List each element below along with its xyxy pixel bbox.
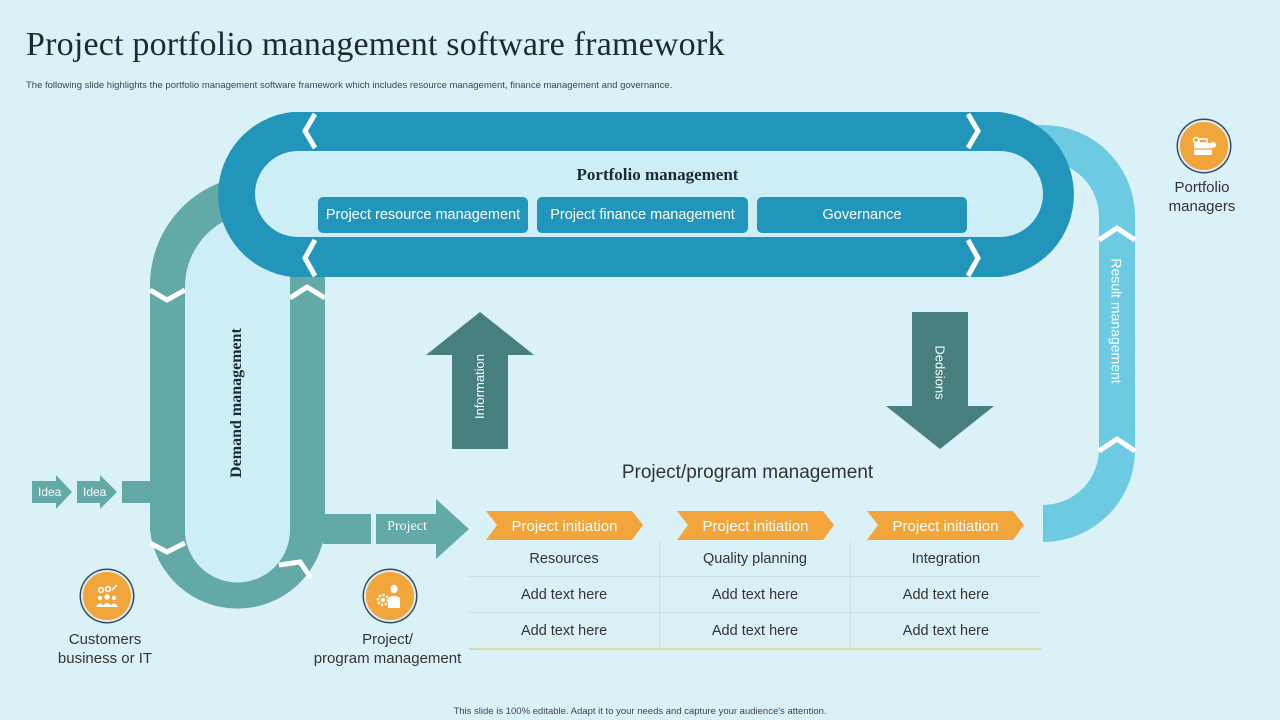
customers-label: Customers business or IT xyxy=(30,630,180,668)
table-cell: Add text here xyxy=(659,612,851,649)
information-label: Information xyxy=(472,353,488,419)
demand-management-label: Demand management xyxy=(227,328,245,478)
table-cell: Resources xyxy=(469,541,661,577)
governance-box[interactable]: Governance xyxy=(757,197,967,233)
table-cell: Add text here xyxy=(659,576,851,613)
project-arrow-label: Project xyxy=(387,519,427,534)
customers-label-line1: Customers xyxy=(68,631,142,648)
project-program-label-line1: Project/ xyxy=(362,631,413,648)
slide-subtitle: The following slide highlights the portf… xyxy=(26,80,673,91)
portfolio-managers-icon xyxy=(1178,120,1230,172)
information-label-wrap: Information xyxy=(430,353,530,418)
decisions-label-wrap: Dedsions xyxy=(890,345,990,399)
program-table: Resources Quality planning Integration A… xyxy=(469,541,1041,650)
phase-chevron-3[interactable]: Project initiation xyxy=(892,517,999,535)
table-row: Add text here Add text here Add text her… xyxy=(469,576,1041,613)
result-management-arc xyxy=(1000,125,1137,542)
table-cell: Add text here xyxy=(469,576,661,613)
portfolio-managers-label-line1: Portfolio xyxy=(1174,179,1230,196)
demand-label-wrap: Demand management xyxy=(137,328,337,478)
phase-chevron-1[interactable]: Project initiation xyxy=(511,517,618,535)
finance-management-box[interactable]: Project finance management xyxy=(537,197,748,233)
slide-title: Project portfolio management software fr… xyxy=(26,26,725,63)
portfolio-managers-label: Portfolio managers xyxy=(1140,178,1264,216)
phase-chevron-2[interactable]: Project initiation xyxy=(702,517,809,535)
decisions-arrow xyxy=(886,312,994,449)
table-cell: Add text here xyxy=(469,612,661,649)
customers-icon xyxy=(81,570,133,622)
idea-arrow-1 xyxy=(32,475,72,509)
table-row: Add text here Add text here Add text her… xyxy=(469,612,1041,649)
idea-arrow-2 xyxy=(77,475,117,509)
resource-management-box[interactable]: Project resource management xyxy=(318,197,528,233)
table-row: Resources Quality planning Integration xyxy=(469,541,1041,577)
idea-label-1: Idea xyxy=(38,485,62,499)
project-program-label: Project/ program management xyxy=(300,630,475,668)
portfolio-managers-label-line2: managers xyxy=(1168,198,1236,215)
project-program-label-line2: program management xyxy=(313,650,462,667)
portfolio-management-ring xyxy=(218,112,1074,278)
idea-label-2: Idea xyxy=(83,485,107,499)
table-cell: Add text here xyxy=(850,612,1041,649)
slide-footer: This slide is 100% editable. Adapt it to… xyxy=(453,706,827,717)
demand-management-loop xyxy=(122,175,371,609)
program-management-title: Project/program management xyxy=(621,462,874,483)
portfolio-title: Portfolio management xyxy=(576,165,739,184)
project-manager-icon xyxy=(364,570,416,622)
table-cell: Quality planning xyxy=(659,541,851,577)
result-label-wrap: Result management xyxy=(1047,258,1187,383)
customers-label-line2: business or IT xyxy=(57,650,153,667)
result-management-label: Result management xyxy=(1108,258,1125,384)
table-cell: Integration xyxy=(850,541,1041,577)
project-arrow xyxy=(376,499,469,559)
decisions-label: Dedsions xyxy=(932,344,948,400)
table-cell: Add text here xyxy=(850,576,1041,613)
information-arrow xyxy=(426,312,534,449)
